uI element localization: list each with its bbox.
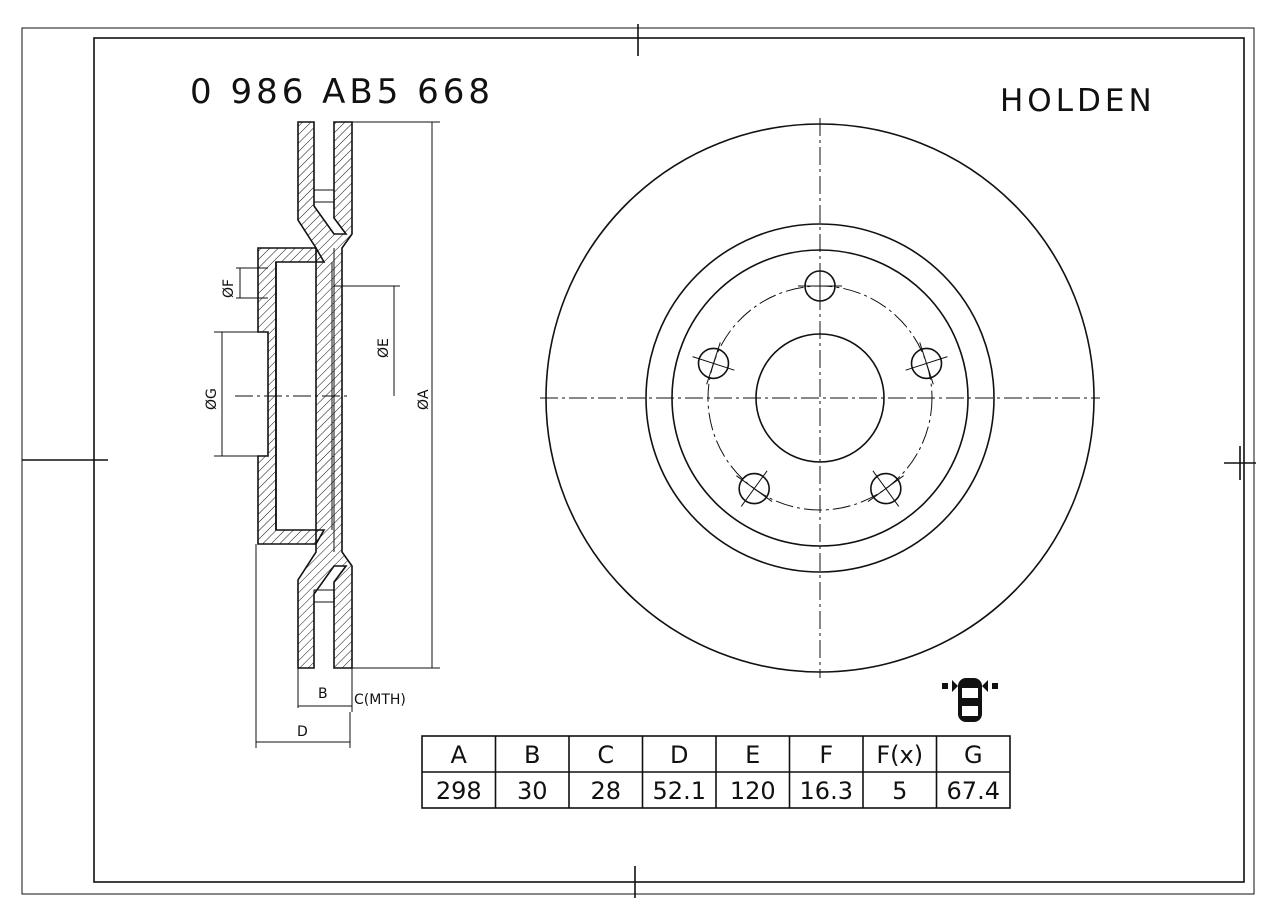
disc-front-view xyxy=(540,118,1100,678)
table-header-cell: F(x) xyxy=(876,741,923,769)
disc-cross-section: ØF ØG ØE ØA B C(MTH) D xyxy=(204,121,440,748)
vent-gap-top xyxy=(313,189,335,203)
bolt-hole xyxy=(905,342,948,385)
hub-flange-section xyxy=(257,247,326,545)
table-value-cell: 28 xyxy=(590,777,621,805)
table-value-cell: 298 xyxy=(436,777,482,805)
table-header-cell: G xyxy=(964,741,983,769)
table-header-cell: E xyxy=(745,741,760,769)
dim-label-f: ØF xyxy=(221,279,237,298)
bolt-hole xyxy=(867,470,904,507)
table-value-cell: 120 xyxy=(730,777,776,805)
friction-ring-section xyxy=(297,121,353,669)
dim-label-e: ØE xyxy=(376,338,392,358)
table-value-cell: 30 xyxy=(517,777,548,805)
part-number: 0 986 AB5 668 xyxy=(190,72,494,112)
table-value-cell: 5 xyxy=(892,777,907,805)
dim-label-g: ØG xyxy=(204,388,220,410)
vent-gap-bottom xyxy=(313,589,335,603)
table-header-cell: C xyxy=(597,741,614,769)
spec-table: A 298 B 30 C 28 D 52.1 E 120 F 16.3 F(x) 5 G 67.4 xyxy=(421,735,1011,809)
bolt-holes xyxy=(692,264,948,507)
table-value-cell: 52.1 xyxy=(653,777,706,805)
bolt-hole xyxy=(736,470,773,507)
table-value-cell: 16.3 xyxy=(800,777,853,805)
bolt-hole xyxy=(692,342,735,385)
car-axle-position-icon xyxy=(942,678,998,722)
dim-label-d: D xyxy=(297,724,308,740)
bolt-hole xyxy=(798,264,842,308)
table-value-cell: 67.4 xyxy=(947,777,1000,805)
dim-label-a: ØA xyxy=(416,389,432,410)
dim-label-c: C(MTH) xyxy=(354,692,406,708)
table-header-cell: D xyxy=(670,741,688,769)
table-header-cell: F xyxy=(819,741,833,769)
brand-name: HOLDEN xyxy=(1000,83,1156,119)
drawing-frame xyxy=(21,24,1256,898)
friction-ring-inner-edge xyxy=(645,223,995,573)
dim-label-b: B xyxy=(318,686,328,702)
table-header-cell: A xyxy=(451,741,468,769)
table-header-cell: B xyxy=(524,741,540,769)
